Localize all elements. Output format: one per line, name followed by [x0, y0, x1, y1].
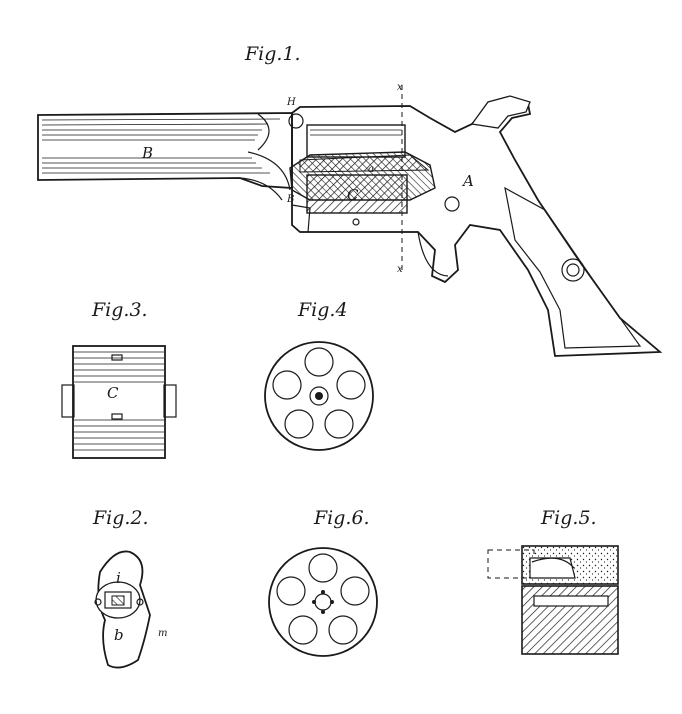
cylinder-flutes — [74, 351, 164, 451]
figure-3-cylinder-side: Fig.3. C — [61, 299, 177, 459]
label-B-barrel: B — [141, 144, 153, 162]
center-hub — [309, 386, 329, 406]
label-A-frame: A — [461, 172, 474, 190]
figure-5-cartridge-section: Fig.5. — [487, 507, 619, 655]
figure-1-revolver-elevation: Fig.1. — [37, 43, 663, 357]
label-b: b — [114, 626, 124, 644]
label-m: m — [158, 628, 167, 639]
label-B-lower: B — [286, 194, 294, 205]
figure-2-title: Fig.2. — [92, 507, 149, 529]
label-x-bottom: x — [397, 264, 403, 275]
figure-4-title: Fig.4 — [297, 299, 348, 321]
label-H: H — [286, 97, 296, 108]
cylinder-face — [264, 341, 374, 451]
figure-5-title: Fig.5. — [540, 507, 597, 529]
figure-2-cross-section: Fig.2. i b m — [92, 507, 167, 669]
figure-3-title: Fig.3. — [91, 299, 148, 321]
cylinder-C-section — [289, 124, 436, 214]
axle-right — [163, 384, 177, 418]
figure-6-cylinder-end: Fig.6. — [268, 507, 378, 657]
figure-6-title: Fig.6. — [313, 507, 370, 529]
center-hub — [314, 593, 332, 611]
label-i: i — [116, 569, 121, 587]
axle-left — [61, 384, 75, 418]
label-C-fig3: C — [107, 384, 119, 402]
label-C-cylinder: C — [347, 186, 359, 204]
label-x-top: x — [397, 82, 403, 93]
chambers — [276, 553, 370, 645]
figure-1-title: Fig.1. — [244, 43, 301, 65]
frame-section — [97, 550, 151, 669]
chambers — [272, 347, 366, 439]
cylinder-face — [268, 547, 378, 657]
frame-A — [288, 95, 663, 357]
cylinder-body — [72, 345, 166, 459]
cartridge-dashed-outline — [487, 549, 535, 579]
barrel-B — [37, 112, 293, 201]
label-a: a — [368, 164, 374, 175]
figure-4-cylinder-end: Fig.4 — [264, 299, 374, 451]
